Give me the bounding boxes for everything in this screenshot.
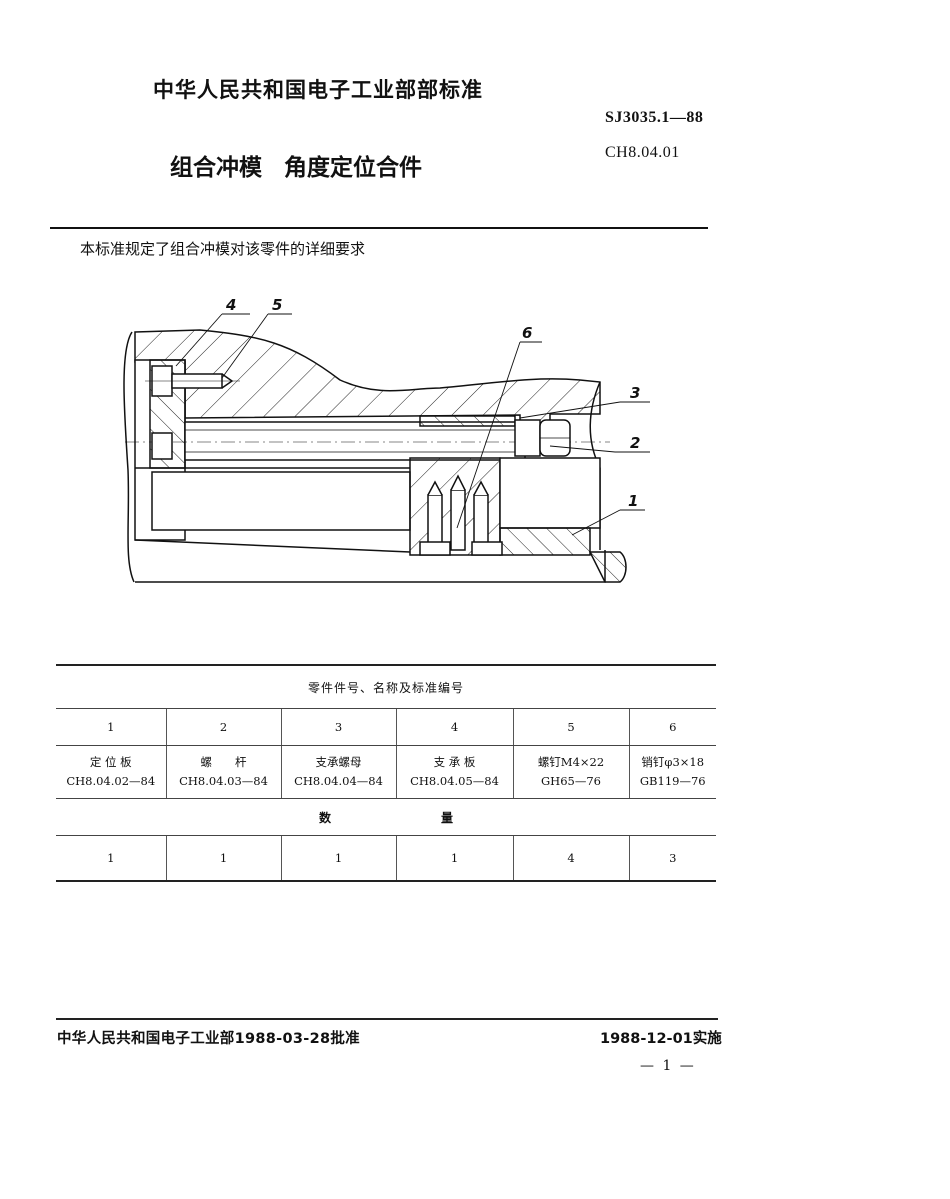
table-row-names: 定 位 板 CH8.04.02—84 螺 杆 CH8.04.03—84 支承螺母 CH…	[56, 745, 716, 799]
effective-date: 1988-12-01实施	[600, 1031, 722, 1047]
part-cell: 定 位 板 CH8.04.02—84	[56, 745, 166, 799]
balloon-3: 3	[630, 384, 640, 402]
quantity-value: 1	[165, 835, 281, 882]
part-index: 4	[395, 708, 513, 746]
table-row-index: 1 2 3 4 5 6	[56, 708, 716, 746]
part-code: CH8.04.02—84	[66, 774, 156, 788]
quantity-value: 3	[628, 835, 716, 882]
page-number: — 1 —	[640, 1058, 696, 1074]
part-name: 螺 杆	[200, 755, 247, 769]
quantity-value: 4	[512, 835, 629, 882]
part-code: GH65—76	[541, 774, 601, 788]
part-name: 定 位 板	[89, 755, 132, 769]
classification-code: CH8.04.01	[605, 144, 680, 161]
part-code: CH8.04.05—84	[410, 774, 499, 788]
part-cell: 支承螺母 CH8.04.04—84	[280, 745, 396, 799]
title-part-1: 组合冲模	[170, 155, 262, 181]
header-divider	[50, 227, 708, 229]
intro-text: 本标准规定了组合冲模对该零件的详细要求	[80, 240, 366, 258]
quantity-label-1: 数	[318, 810, 331, 825]
quantity-label-2: 量	[441, 810, 454, 825]
quantity-value: 1	[395, 835, 513, 882]
approval-date: 中华人民共和国电子工业部1988-03-28批准	[57, 1031, 360, 1047]
table-caption-row: 零件件号、名称及标准编号	[56, 664, 716, 709]
quantity-value: 1	[280, 835, 396, 882]
part-cell: 支 承 板 CH8.04.05—84	[395, 745, 513, 799]
quantity-value: 1	[56, 835, 166, 882]
balloon-4: 4	[225, 296, 236, 314]
part-cell: 螺 杆 CH8.04.03—84	[165, 745, 281, 799]
part-index: 2	[165, 708, 281, 746]
part-code: CH8.04.03—84	[179, 774, 268, 788]
part-name: 支承螺母	[315, 755, 362, 769]
quantity-header: 数 量	[56, 798, 716, 836]
part-index: 6	[628, 708, 716, 746]
part-code: GB119—76	[639, 774, 706, 788]
title-part-2: 角度定位合件	[284, 155, 422, 181]
balloon-1: 1	[628, 492, 638, 510]
part-index: 1	[56, 708, 166, 746]
part-index: 3	[280, 708, 396, 746]
balloon-2: 2	[630, 434, 640, 452]
table-caption: 零件件号、名称及标准编号	[56, 664, 716, 709]
part-name: 支 承 板	[433, 755, 476, 769]
quantity-header-row: 数 量	[56, 798, 716, 836]
assembly-drawing: 4 5 6 3 2 1	[123, 296, 650, 583]
standard-number: SJ3035.1—88	[605, 109, 704, 126]
part-index: 5	[512, 708, 629, 746]
document-title: 组合冲模角度定位合件	[170, 148, 422, 182]
footer-divider	[56, 1018, 718, 1020]
part-name: 销钉φ3×18	[641, 755, 705, 769]
balloon-5: 5	[272, 296, 282, 314]
part-name: 螺钉M4×22	[537, 755, 605, 769]
part-code: CH8.04.04—84	[294, 774, 383, 788]
balloon-6: 6	[522, 324, 532, 342]
organization-standard-heading: 中华人民共和国电子工业部部标准	[153, 78, 483, 102]
table-row-quantities: 1 1 1 1 4 3	[56, 835, 716, 882]
parts-table: 零件件号、名称及标准编号 1 2 3 4 5 6 定 位 板 CH8.04.02—…	[56, 664, 716, 882]
